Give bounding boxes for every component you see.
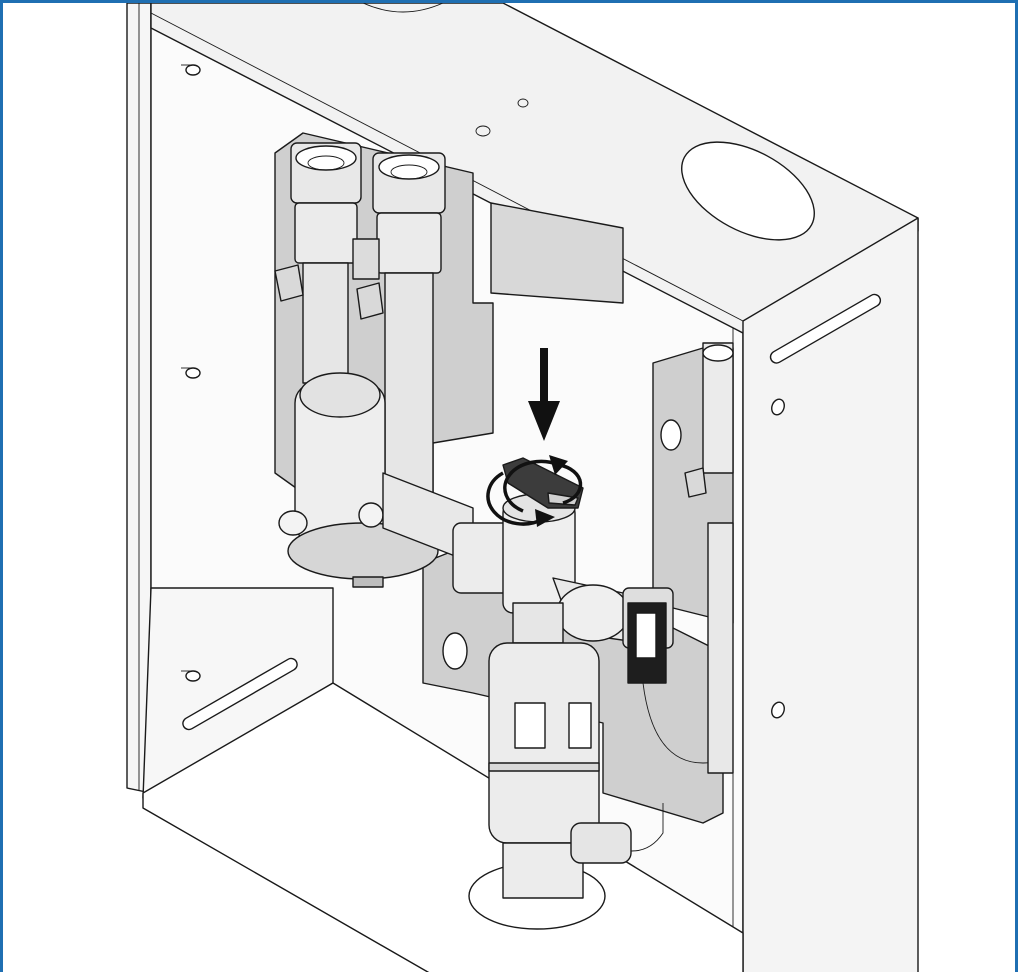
arrow-down-icon	[528, 348, 560, 441]
left-wall-studs	[181, 64, 298, 731]
top-oval-opening	[681, 141, 815, 241]
right-valve-assembly	[684, 342, 734, 774]
retaining-clip	[502, 457, 584, 509]
right-wall-slots	[769, 293, 882, 719]
installation-diagram	[126, 3, 919, 972]
rotate-icon	[486, 455, 583, 527]
central-tee-fitting	[452, 493, 731, 899]
